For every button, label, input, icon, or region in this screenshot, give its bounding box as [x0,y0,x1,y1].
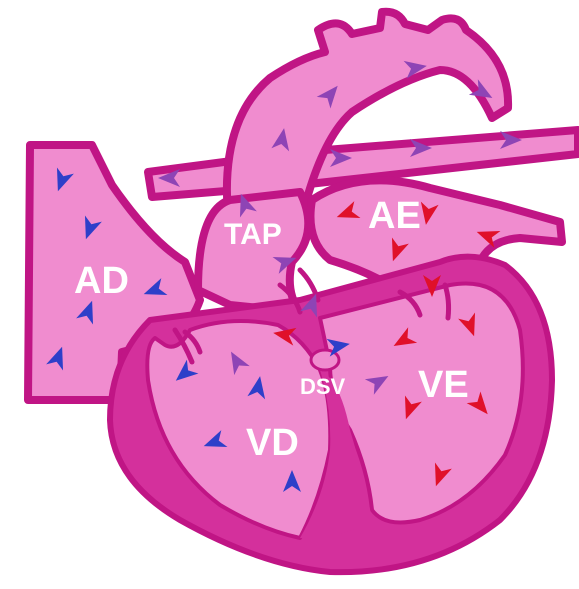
label-pulmonary-trunk: TAP [224,218,282,251]
label-septal-defect: DSV [300,374,346,399]
label-right-ventricle: VD [246,422,299,464]
label-left-ventricle: VE [418,364,469,406]
label-right-atrium: AD [74,260,129,302]
label-left-atrium: AE [368,195,421,237]
